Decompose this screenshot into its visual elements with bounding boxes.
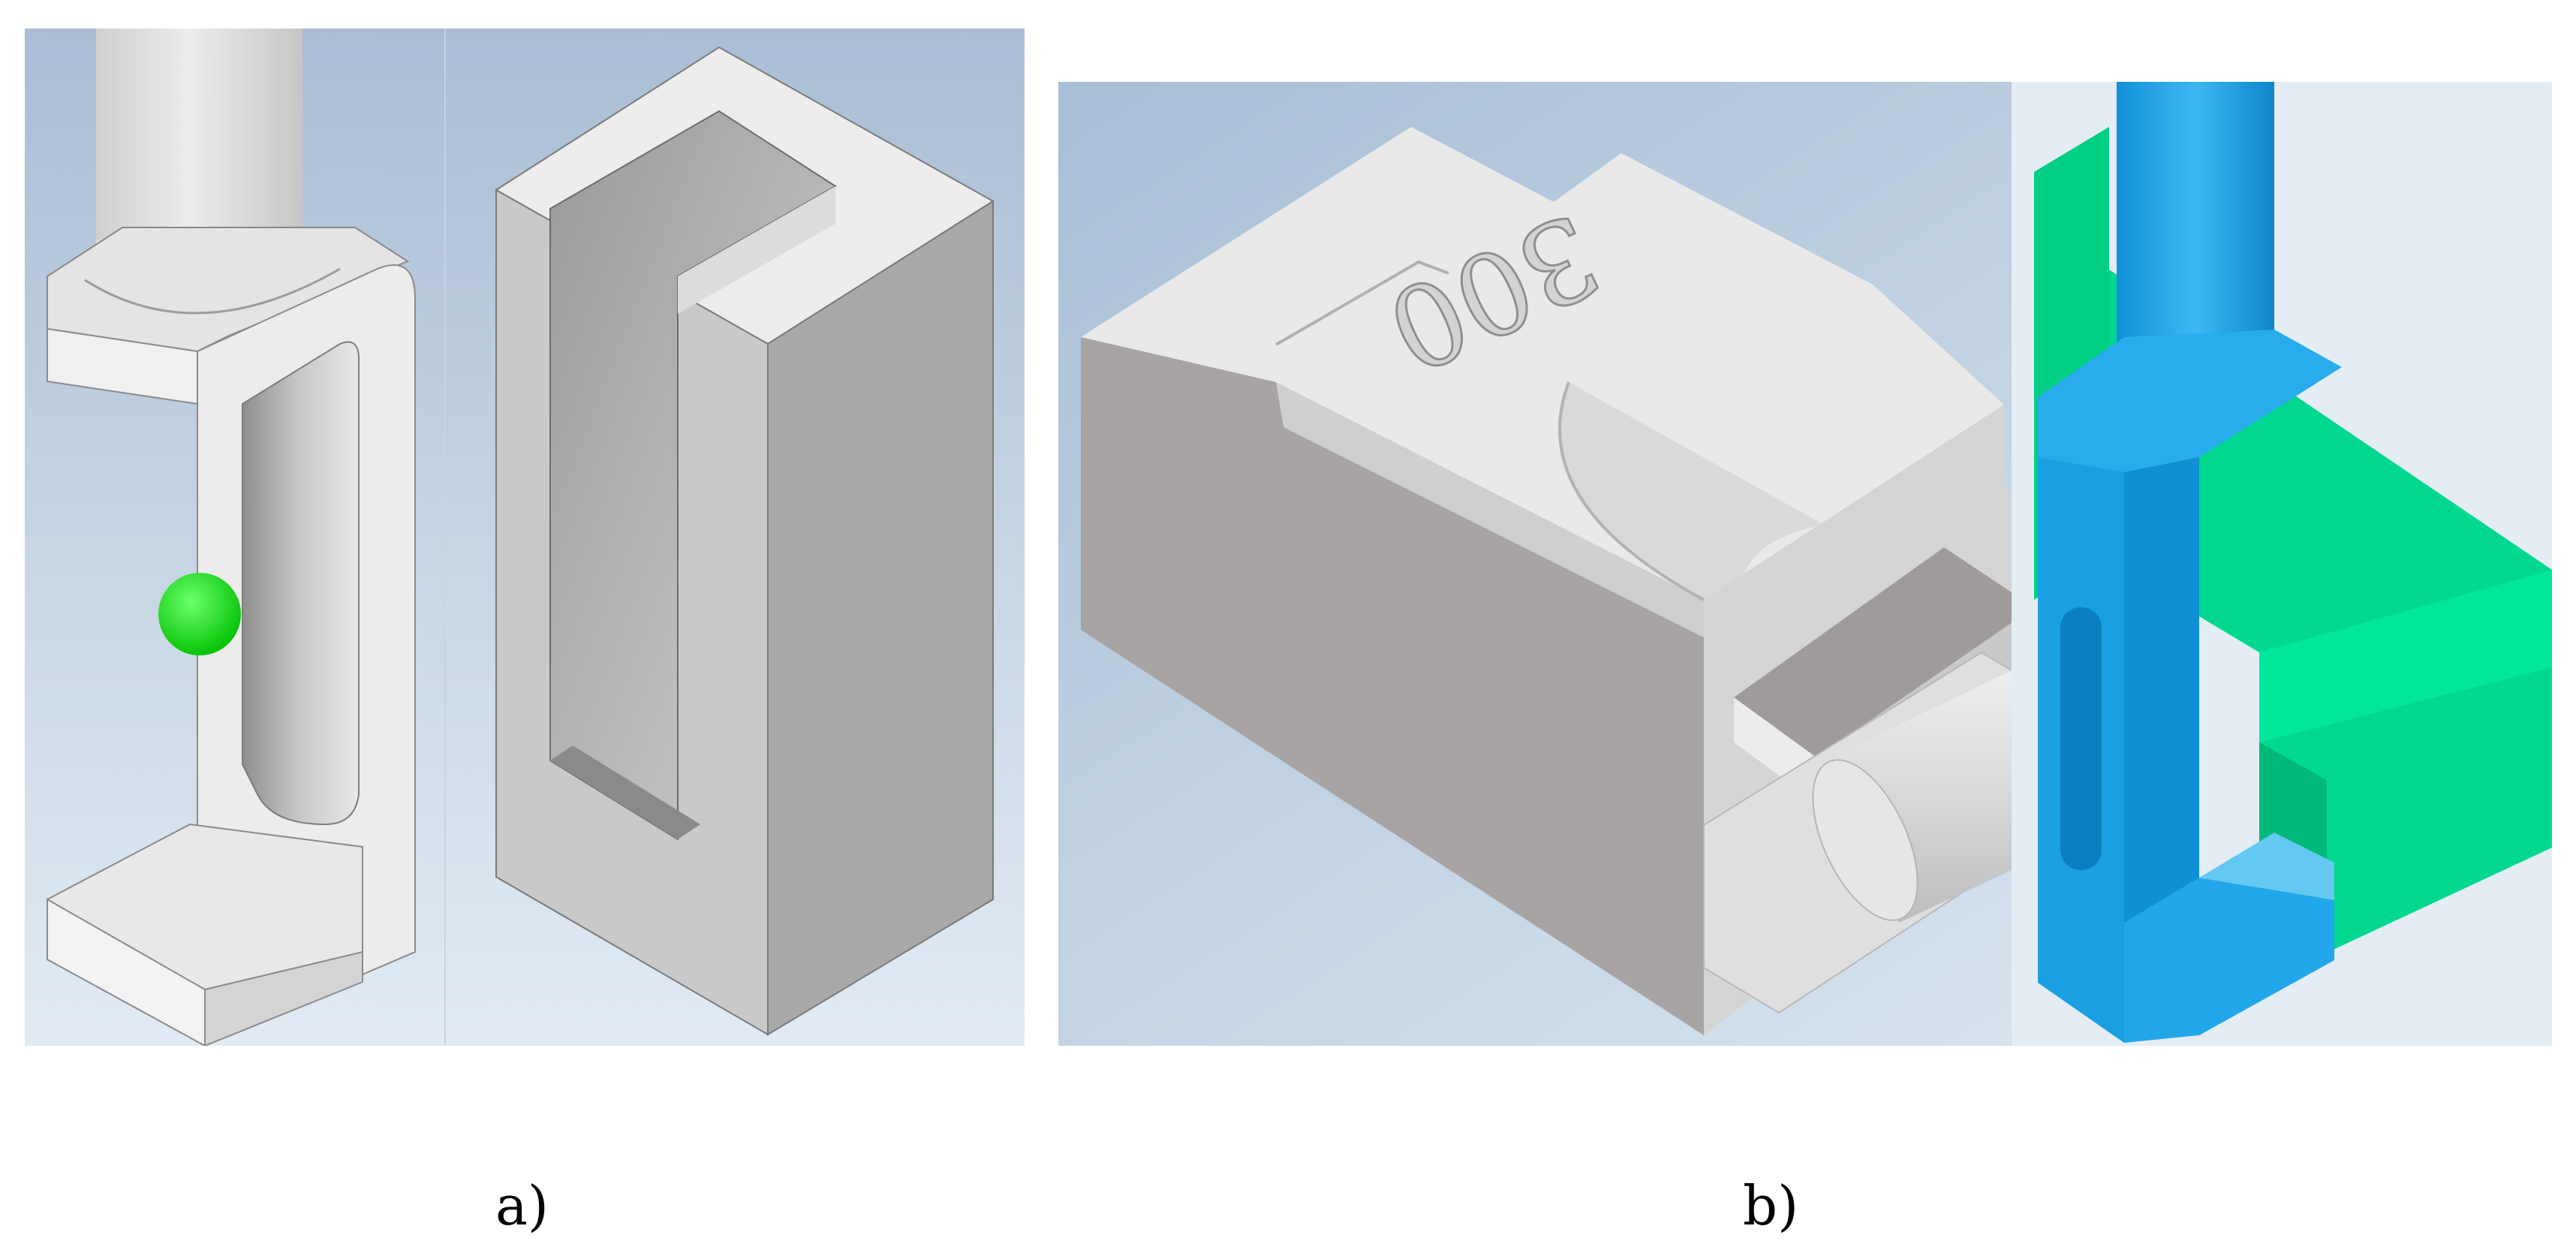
caption-b: b) [1743, 1174, 1799, 1237]
blue-holder [2038, 82, 2342, 1043]
c-clamp-part [47, 227, 416, 1046]
caption-a: a) [495, 1174, 549, 1237]
indicator-sphere-icon [158, 573, 241, 655]
panel-b-render: 300 [1058, 82, 2552, 1046]
panel-a-render [25, 29, 1025, 1046]
figure-panel-b: 300 [1058, 82, 2552, 1046]
figure-panel-a [25, 29, 1025, 1046]
u-channel-block [495, 46, 995, 1036]
engraved-label-300: 300 [1368, 187, 1618, 396]
